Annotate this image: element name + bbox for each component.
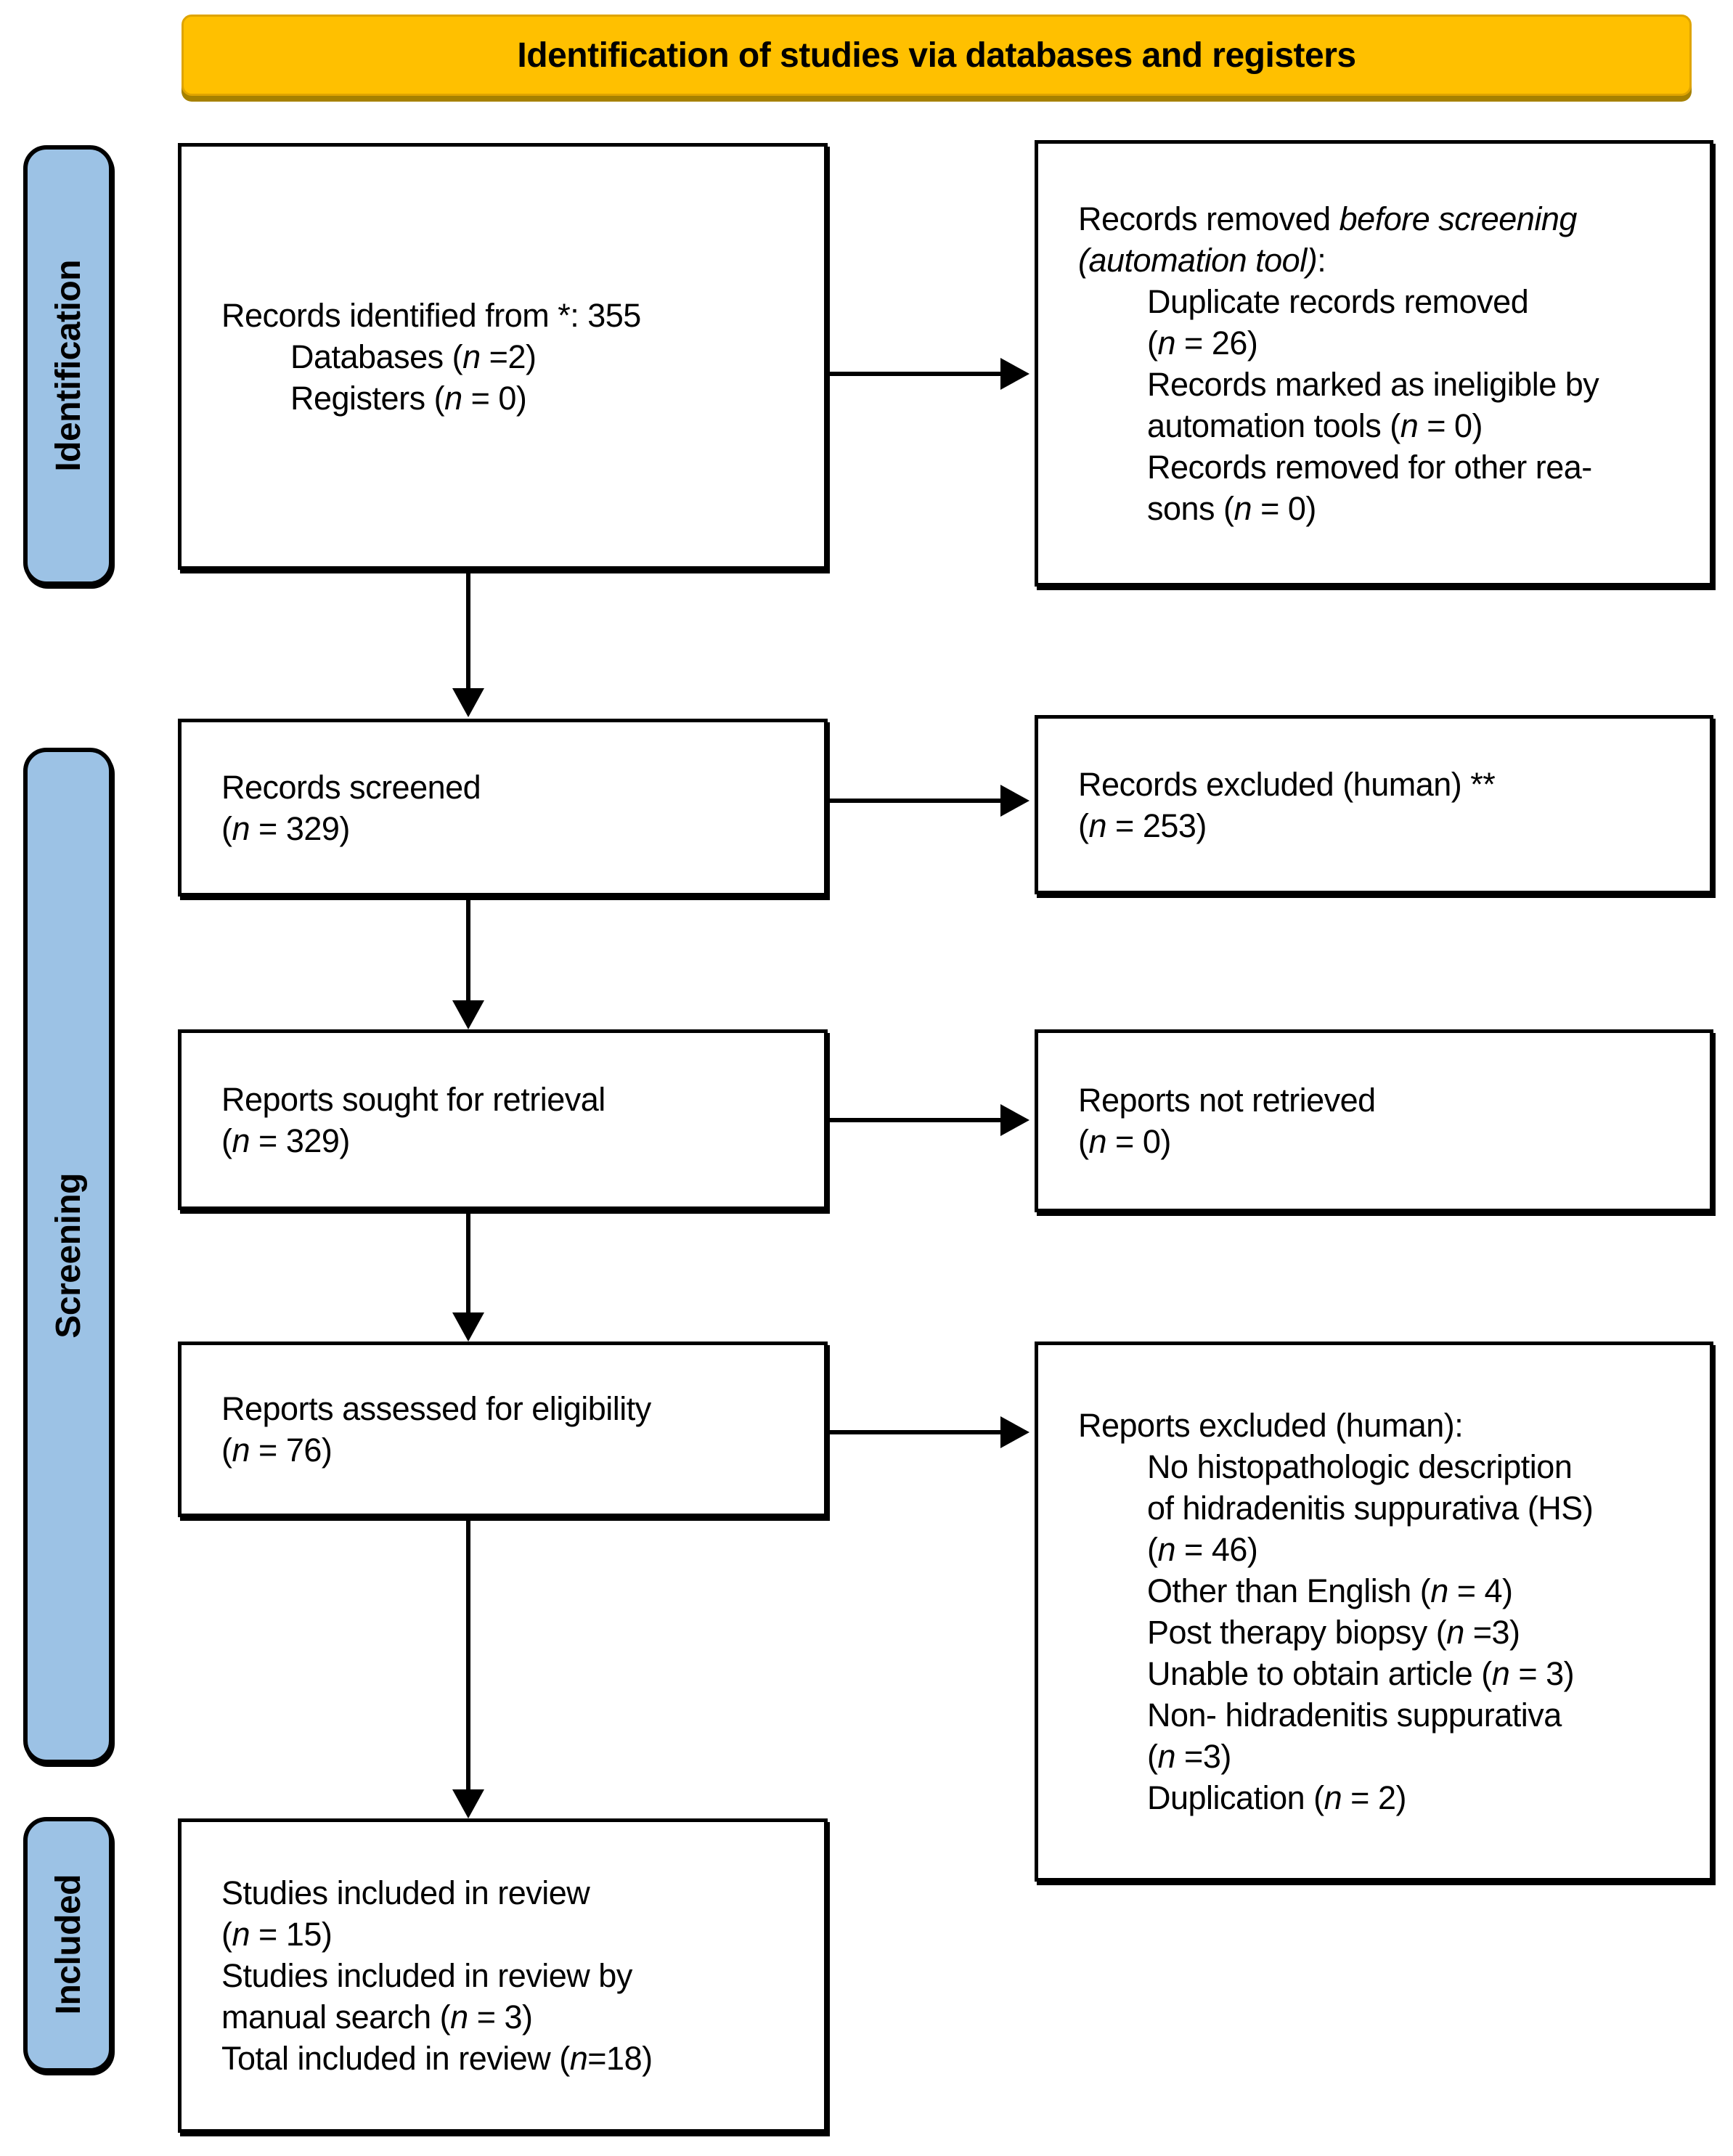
box-reports-sought-for-retrieval: Reports sought for retrieval (n = 329) <box>178 1029 828 1210</box>
box-text-line: manual search (n = 3) <box>221 1998 533 2035</box>
arrow-screened-to-sought-line <box>466 897 470 1000</box>
arrow-screened-to-excluded-head-icon <box>1000 785 1029 817</box>
box-text-line: Reports excluded (human): <box>1078 1407 1464 1444</box>
box-text-line: automation tools (n = 0) <box>1147 407 1483 444</box>
box-text-line: Total included in review (n=18) <box>221 2040 653 2077</box>
box-records-removed-before-screening: Records removed before screening (automat… <box>1035 140 1713 587</box>
stage-label-screening: Screening <box>49 1173 88 1339</box>
box-text-line: No histopathologic description <box>1147 1448 1573 1485</box>
box-text-line: (n = 26) <box>1147 324 1258 362</box>
box-text-line: Unable to obtain article (n = 3) <box>1147 1655 1575 1692</box>
box-text-line: Duplicate records removed <box>1147 282 1529 320</box>
box-text-line: Non- hidradenitis suppurativa <box>1147 1696 1562 1734</box>
box-text-line: (n =3) <box>1147 1738 1231 1775</box>
box-text-line: of hidradenitis suppurativa (HS) <box>1147 1490 1594 1527</box>
box-text-line: Duplication (n = 2) <box>1147 1779 1406 1816</box>
arrow-assessed-to-included-line <box>466 1517 470 1789</box>
arrow-assessed-to-included-head-icon <box>452 1789 484 1818</box>
box-text-line: (n = 15) <box>221 1916 333 1953</box>
box-studies-included-in-review: Studies included in review (n = 15) Studie… <box>178 1818 828 2133</box>
box-text-line: Studies included in review by <box>221 1957 632 1994</box>
box-text-line: Registers (n = 0) <box>290 379 527 417</box>
box-records-excluded: Records excluded (human) ** (n = 253) <box>1035 715 1713 894</box>
box-text-line: Records removed before screening <box>1078 200 1577 237</box>
box-text-line: Records identified from *: 355 <box>221 296 641 334</box>
box-text-line: (n = 329) <box>221 1122 350 1159</box>
arrow-identified-to-screened-line <box>466 570 470 688</box>
arrow-identified-to-removed-head-icon <box>1000 358 1029 390</box>
box-text-line: Records marked as ineligible by <box>1147 365 1599 403</box>
box-text-line: Records excluded (human) ** <box>1078 765 1496 803</box>
arrow-identified-to-removed-line <box>828 372 1002 376</box>
banner-title-text: Identification of studies via databases … <box>517 36 1356 75</box>
box-text-line: Reports sought for retrieval <box>221 1080 605 1118</box>
box-text-line: Records screened <box>221 768 481 806</box>
stage-bar-screening: Screening <box>23 748 113 1764</box>
arrow-sought-to-not-retrieved-head-icon <box>1000 1104 1029 1136</box>
box-reports-excluded: Reports excluded (human): No histopatholo… <box>1035 1342 1713 1882</box>
box-reports-assessed-for-eligibility: Reports assessed for eligibility (n = 76) <box>178 1342 828 1517</box>
banner-title: Identification of studies via databases … <box>182 15 1692 96</box>
box-text-line: Databases (n =2) <box>290 338 537 375</box>
box-text-line: Post therapy biopsy (n =3) <box>1147 1614 1520 1651</box>
box-text-line: Other than English (n = 4) <box>1147 1572 1513 1609</box>
arrow-assessed-to-excluded-head-icon <box>1000 1416 1029 1448</box>
arrow-screened-to-excluded-line <box>828 799 1002 803</box>
arrow-sought-to-not-retrieved-line <box>828 1118 1002 1122</box>
box-text-line: (n = 46) <box>1147 1531 1258 1568</box>
box-text-line: Studies included in review <box>221 1874 590 1911</box>
box-text-line: Reports not retrieved <box>1078 1082 1376 1119</box>
box-text-line: Records removed for other rea- <box>1147 448 1592 486</box>
stage-bar-identification: Identification <box>23 145 113 586</box>
arrow-assessed-to-excluded-line <box>828 1430 1002 1434</box>
box-text-line: (n = 329) <box>221 809 350 847</box>
box-records-screened: Records screened(n = 329) <box>178 719 828 897</box>
box-text-line: (n = 253) <box>1078 807 1207 844</box>
stage-label-identification: Identification <box>49 259 88 472</box>
arrow-sought-to-assessed-head-icon <box>452 1312 484 1342</box>
box-text-line: Reports assessed for eligibility <box>221 1390 651 1427</box>
box-text-line: (n = 76) <box>221 1432 333 1469</box>
box-text-line: (automation tool): <box>1078 241 1326 279</box>
arrow-screened-to-sought-head-icon <box>452 1000 484 1029</box>
box-text-line: (n = 0) <box>1078 1123 1171 1160</box>
arrow-identified-to-screened-head-icon <box>452 688 484 717</box>
arrow-sought-to-assessed-line <box>466 1210 470 1312</box>
stage-label-included: Included <box>49 1874 88 2015</box>
box-text-line: sons (n = 0) <box>1147 489 1316 527</box>
stage-bar-included: Included <box>23 1817 113 2073</box>
box-reports-not-retrieved: Reports not retrieved (n = 0) <box>1035 1029 1713 1212</box>
